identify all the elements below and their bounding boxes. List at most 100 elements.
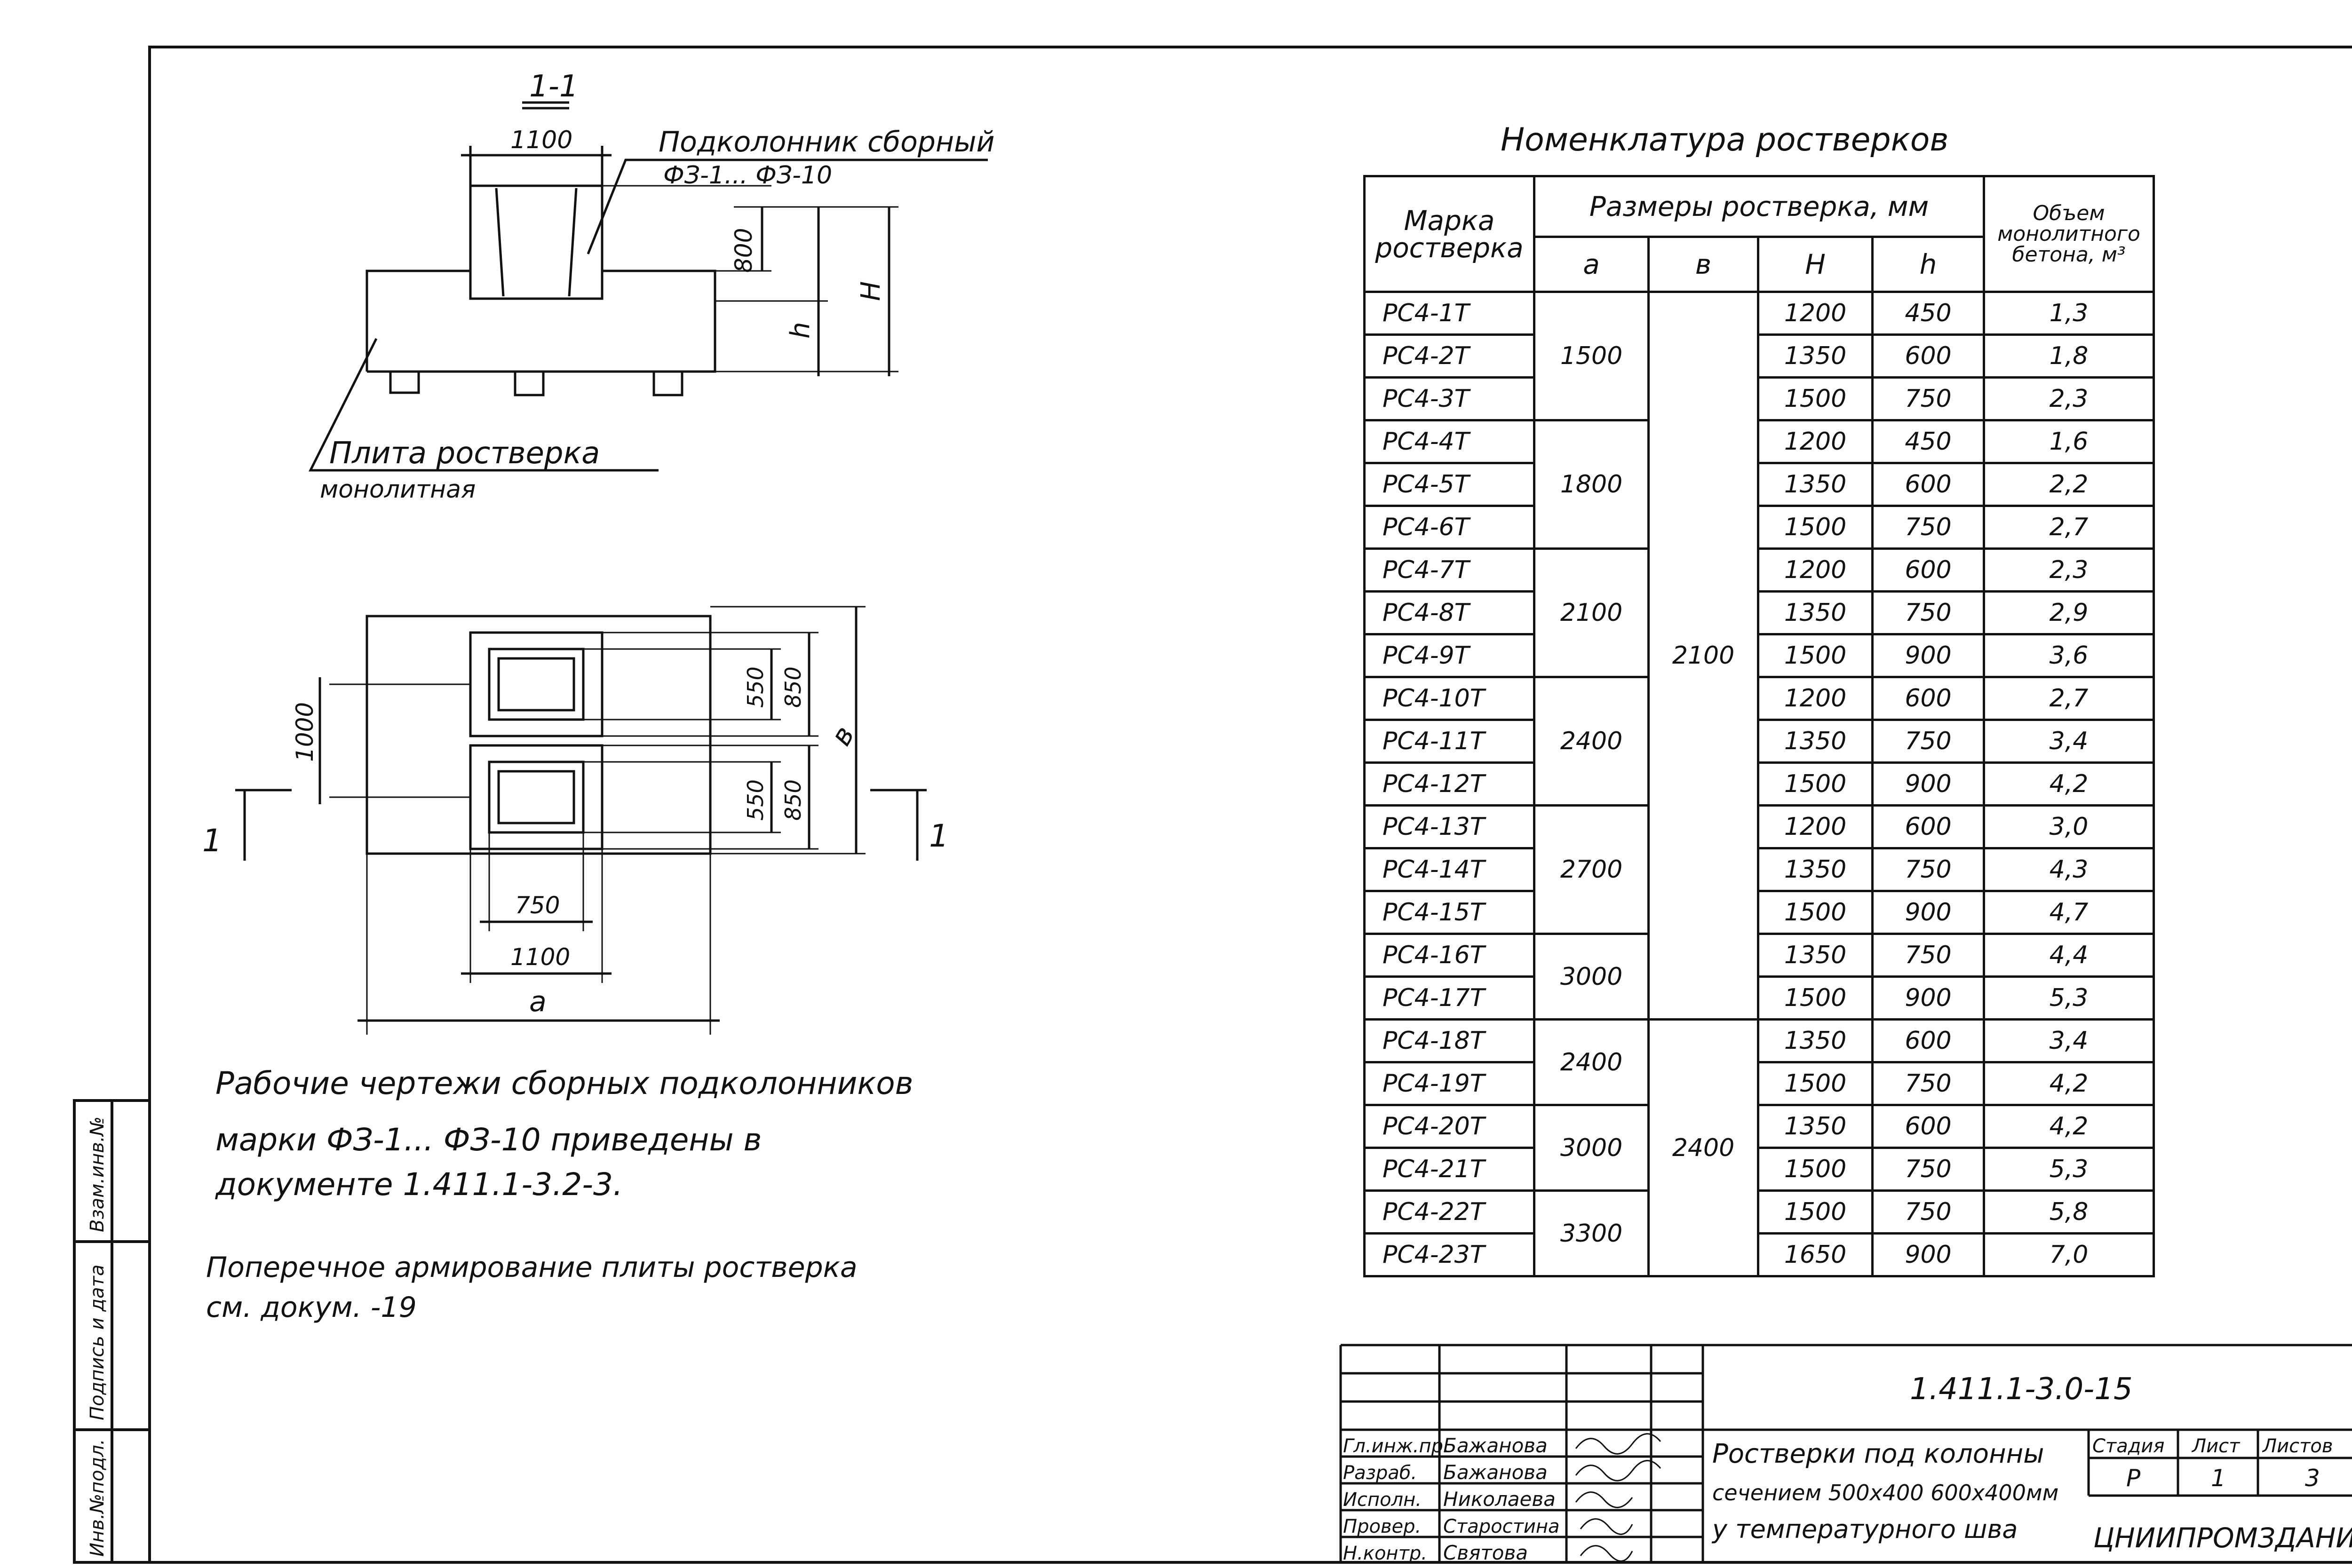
cell-volume: 7,0 [1983, 1232, 2155, 1277]
cell-volume: 4,7 [1983, 890, 2155, 935]
cell-mark: РС4-18Т [1363, 1018, 1535, 1063]
cell-volume: 1,3 [1983, 291, 2155, 336]
cell-a: 3300 [1533, 1189, 1650, 1277]
cell-mark: РС4-4Т [1363, 419, 1535, 464]
plan-cut-right: 1 [929, 818, 949, 854]
cell-h: 750 [1871, 505, 1985, 550]
cell-a: 2100 [1533, 547, 1650, 678]
cell-H: 1350 [1757, 1018, 1874, 1063]
plan-view [235, 606, 927, 1035]
stamp-code: 1.411.1-3.0-15 [1910, 1372, 2133, 1407]
cell-H: 1500 [1757, 975, 1874, 1021]
stamp-stage: Р [2126, 1465, 2141, 1492]
cell-mark: РС4-10Т [1363, 676, 1535, 721]
cell-h: 750 [1871, 719, 1985, 764]
cell-mark: РС4-9Т [1363, 633, 1535, 678]
cell-h: 900 [1871, 1232, 1985, 1277]
cell-H: 1650 [1757, 1232, 1874, 1277]
cell-a: 3000 [1533, 1104, 1650, 1192]
cell-mark: РС4-2Т [1363, 333, 1535, 379]
col-header-mark: Марка ростверка [1363, 175, 1535, 293]
stamp-sheets: 3 [2305, 1465, 2320, 1492]
cell-a: 2400 [1533, 1018, 1650, 1106]
cell-H: 1500 [1757, 1061, 1874, 1106]
cell-mark: РС4-19Т [1363, 1061, 1535, 1106]
note-line3: документе 1.411.1-3.2-3. [215, 1166, 623, 1203]
cell-volume: 5,8 [1983, 1189, 2155, 1235]
stamp-org: ЦНИИПРОМЗДАНИЙ [2093, 1521, 2352, 1554]
section-label: 1-1 [529, 69, 579, 104]
section-dim-width: 1100 [510, 126, 572, 154]
side-stamp-sign-label: Подпись и дата [87, 1265, 108, 1420]
cell-volume: 1,6 [1983, 419, 2155, 464]
callout-bottom-line1: Плита ростверка [329, 436, 600, 471]
cell-volume: 4,4 [1983, 933, 2155, 978]
cell-H: 1200 [1757, 804, 1874, 849]
cell-H: 1500 [1757, 761, 1874, 807]
cell-volume: 2,3 [1983, 547, 2155, 593]
cell-mark: РС4-20Т [1363, 1104, 1535, 1149]
plan-dim-850-bottom: 850 [780, 779, 806, 821]
cell-volume: 1,8 [1983, 333, 2155, 379]
cell-mark: РС4-14Т [1363, 847, 1535, 892]
plan-dim-1100: 1100 [510, 943, 570, 971]
cell-volume: 2,9 [1983, 590, 2155, 635]
cell-h: 600 [1871, 804, 1985, 849]
stamp-role-1: Гл.инж.пр. [1343, 1435, 1449, 1457]
cell-h: 600 [1871, 547, 1985, 593]
plan-dim-a: а [529, 985, 547, 1018]
plan-dim-850-top: 850 [780, 666, 806, 708]
callout-top-line1: Подколонник сборный [659, 126, 994, 158]
cell-h: 900 [1871, 633, 1985, 678]
cell-H: 1500 [1757, 633, 1874, 678]
col-header-h: h [1871, 236, 1985, 293]
cell-volume: 5,3 [1983, 1147, 2155, 1192]
stamp-role-3: Исполн. [1343, 1489, 1422, 1511]
cell-b: 2400 [1647, 1018, 1759, 1277]
stamp-sheet: 1 [2211, 1465, 2226, 1492]
cell-mark: РС4-11Т [1363, 719, 1535, 764]
cell-h: 600 [1871, 1104, 1985, 1149]
col-header-volume: Объем монолитного бетона, м³ [1983, 175, 2155, 293]
callout-bottom-line2: монолитная [320, 475, 476, 504]
cell-h: 600 [1871, 1018, 1985, 1063]
cell-H: 1350 [1757, 933, 1874, 978]
cell-H: 1500 [1757, 376, 1874, 421]
title-block [1339, 1344, 2352, 1562]
cell-H: 1350 [1757, 590, 1874, 635]
cell-H: 1350 [1757, 719, 1874, 764]
note-line1: Рабочие чертежи сборных подколонников [215, 1065, 914, 1101]
cell-mark: РС4-17Т [1363, 975, 1535, 1021]
note-line4: Поперечное армирование плиты ростверка [206, 1251, 858, 1284]
cell-mark: РС4-23Т [1363, 1232, 1535, 1277]
cell-h: 600 [1871, 462, 1985, 507]
cell-volume: 5,3 [1983, 975, 2155, 1021]
stamp-name-1: Бажанова [1443, 1434, 1548, 1457]
cell-a: 2700 [1533, 804, 1650, 935]
cell-a: 1500 [1533, 291, 1650, 421]
cell-volume: 3,4 [1983, 719, 2155, 764]
cell-h: 600 [1871, 333, 1985, 379]
cell-volume: 3,0 [1983, 804, 2155, 849]
cell-h: 750 [1871, 1061, 1985, 1106]
cell-a: 1800 [1533, 419, 1650, 550]
stamp-title-line2: сечением 500х400 600х400мм [1712, 1480, 2058, 1505]
plan-dim-750: 750 [515, 892, 560, 919]
cell-h: 750 [1871, 1189, 1985, 1235]
cell-h: 750 [1871, 376, 1985, 421]
cell-mark: РС4-21Т [1363, 1147, 1535, 1192]
cell-h: 450 [1871, 291, 1985, 336]
cell-h: 900 [1871, 890, 1985, 935]
cell-H: 1500 [1757, 890, 1874, 935]
cell-h: 450 [1871, 419, 1985, 464]
cell-b: 2100 [1647, 291, 1759, 1021]
